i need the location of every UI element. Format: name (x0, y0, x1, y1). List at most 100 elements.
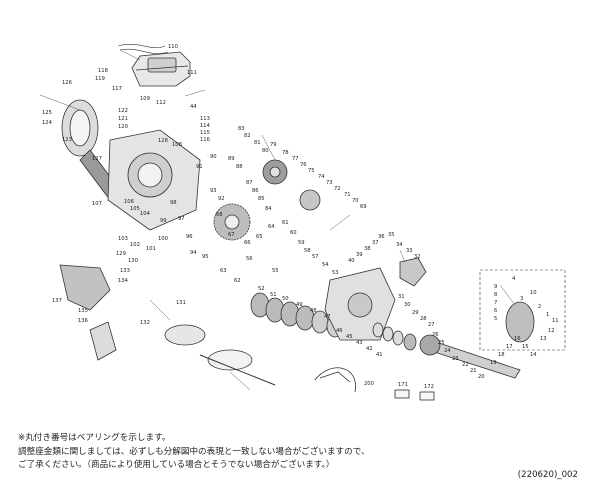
callout-label: 75 (308, 168, 315, 174)
callout-label: 37 (372, 240, 379, 246)
callout-label: 171 (398, 382, 408, 388)
callout-label: 93 (210, 188, 217, 194)
callout-label: 73 (326, 180, 333, 186)
callout-label: 99 (160, 218, 167, 224)
callout-label: 82 (244, 133, 251, 139)
display-cable (117, 44, 169, 54)
callout-label: 38 (364, 246, 371, 252)
callout-label: 49 (296, 302, 303, 308)
callout-label: 48 (310, 308, 317, 314)
callout-label: 114 (200, 123, 211, 129)
callout-label: 112 (156, 100, 166, 106)
callout-label: 85 (258, 196, 265, 202)
callout-label: 21 (470, 368, 477, 374)
callout-label: 69 (360, 204, 367, 210)
callout-label: 68 (216, 212, 223, 218)
callout-label: 97 (178, 216, 185, 222)
callout-label: 123 (62, 137, 72, 143)
spool-stack (250, 292, 344, 338)
callout-label: 18 (498, 352, 505, 358)
callout-label: 104 (140, 211, 151, 217)
callout-label: 53 (332, 270, 339, 276)
callout-label: 42 (366, 346, 373, 352)
callout-label: 74 (318, 174, 325, 180)
callout-labels: 110 111 118 119 117 109 113 114 115 116 … (42, 44, 559, 390)
callout-label: 24 (444, 348, 451, 354)
callout-label: 39 (356, 252, 363, 258)
callout-label: 36 (378, 234, 385, 240)
right-side-plate (324, 267, 396, 341)
callout-label: 110 (168, 44, 178, 50)
callout-label: 84 (265, 206, 272, 212)
callout-label: 54 (322, 262, 329, 268)
callout-label: 135 (78, 308, 88, 314)
side-cover-assembly (61, 99, 121, 201)
callout-label: 19 (490, 360, 497, 366)
footnotes: ※丸付き番号はベアリングを示します。 調整座金類に関しましては、必ずしも分解図中… (18, 432, 578, 473)
callout-label: 109 (140, 96, 150, 102)
callout-label: 100 (158, 236, 168, 242)
callout-label: 127 (92, 156, 102, 162)
callout-label: 15 (522, 344, 529, 350)
callout-label: 57 (312, 254, 319, 260)
callout-label: 60 (290, 230, 297, 236)
handle-assembly-frame (479, 269, 566, 351)
callout-label: 23 (452, 356, 459, 362)
callout-label: 50 (282, 296, 289, 302)
callout-label: 26 (432, 332, 439, 338)
callout-label: 121 (118, 116, 128, 122)
callout-label: 45 (346, 334, 353, 340)
callout-leaders (39, 49, 516, 391)
callout-label: 22 (462, 362, 469, 368)
callout-label: 32 (414, 254, 421, 260)
callout-label: 91 (196, 164, 203, 170)
callout-label: 12 (548, 328, 555, 334)
star-drag (399, 257, 427, 287)
callout-label: 98 (170, 200, 177, 206)
callout-label: 200 (364, 381, 374, 387)
reel-frame (107, 129, 201, 231)
callout-label: 86 (252, 188, 259, 194)
callout-label: 78 (282, 150, 289, 156)
callout-label: 88 (236, 164, 243, 170)
callout-label: 101 (146, 246, 156, 252)
callout-label: 8 (494, 292, 497, 298)
callout-label: 17 (506, 344, 513, 350)
callout-label: 131 (176, 300, 186, 306)
callout-label: 83 (238, 126, 245, 132)
callout-label: 106 (124, 199, 134, 205)
callout-label: 137 (52, 298, 62, 304)
callout-label: 61 (282, 220, 289, 226)
callout-label: 124 (42, 120, 53, 126)
callout-label: 132 (140, 320, 150, 326)
callout-label: 14 (530, 352, 537, 358)
callout-label: 52 (258, 286, 265, 292)
callout-label: 126 (62, 80, 72, 86)
callout-label: 20 (478, 374, 485, 380)
callout-label: 63 (220, 268, 227, 274)
callout-label: 25 (438, 340, 445, 346)
callout-label: 125 (42, 110, 52, 116)
callout-label: 5 (494, 316, 497, 322)
callout-label: 120 (118, 124, 128, 130)
callout-label: 33 (406, 248, 413, 254)
callout-label: 13 (540, 336, 547, 342)
callout-label: 95 (202, 254, 209, 260)
main-spool (164, 324, 276, 386)
callout-label: 65 (256, 234, 263, 240)
callout-label: 10 (530, 290, 537, 296)
callout-label: 62 (234, 278, 241, 284)
callout-label: 116 (200, 137, 210, 143)
callout-label: 29 (412, 310, 419, 316)
digital-counter-display (131, 51, 191, 87)
washer-note-continued: ご了承ください。（商品により使用している場合とそうでない場合がございます。） (18, 460, 335, 470)
bearing-note: ※丸付き番号はベアリングを示します。 (18, 433, 171, 443)
callout-label: 134 (118, 278, 129, 284)
handle-arm (419, 301, 535, 379)
callout-label: 102 (130, 242, 140, 248)
callout-label: 130 (128, 258, 138, 264)
callout-label: 107 (92, 201, 102, 207)
callout-label: 94 (190, 250, 197, 256)
callout-label: 128 (158, 138, 168, 144)
callout-label: 40 (348, 258, 355, 264)
